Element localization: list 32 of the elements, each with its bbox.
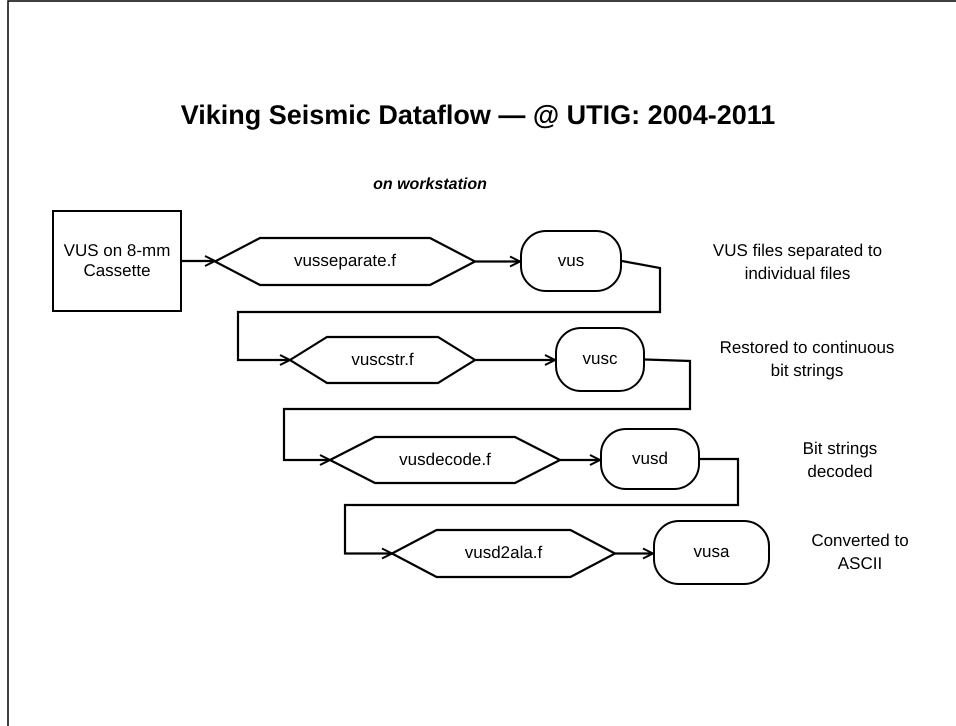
diagram-title: Viking Seismic Dataflow — @ UTIG: 2004-2011 (180, 100, 776, 131)
storage-terminal (653, 520, 770, 585)
node-text: vusseparate.f (292, 251, 398, 272)
storage-terminal (600, 428, 700, 490)
storage-terminal (520, 230, 622, 292)
arrow (282, 358, 692, 466)
arrow (560, 454, 601, 466)
node-text: vusdecode.f (398, 450, 492, 470)
arrow (344, 458, 740, 560)
process-hexagon (392, 530, 615, 577)
subtitle-note: on workstation (372, 176, 488, 194)
step-description: Restored to continuous bit strings (718, 337, 896, 382)
storage-terminal (555, 327, 645, 392)
arrow (475, 354, 556, 366)
source-box (52, 210, 182, 312)
node-text: vusc (582, 349, 618, 370)
step-description: Bit strings decoded (802, 438, 878, 483)
arrow (615, 548, 654, 560)
node-text: vus (556, 250, 586, 272)
arrow (475, 256, 521, 268)
process-hexagon (215, 238, 475, 285)
process-hexagon (330, 437, 560, 483)
node-text: vusa (692, 542, 730, 563)
step-description: VUS files separated to individual files (712, 240, 884, 285)
node-text: vusd2ala.f (464, 543, 544, 564)
arrow (182, 255, 216, 267)
process-hexagon (290, 337, 475, 383)
node-text: VUS on 8-mm Cassette (62, 240, 172, 282)
node-text: vuscstr.f (350, 350, 415, 370)
step-description: Converted to ASCII (810, 530, 910, 575)
arrow (236, 260, 662, 366)
node-text: vusd (631, 448, 669, 470)
